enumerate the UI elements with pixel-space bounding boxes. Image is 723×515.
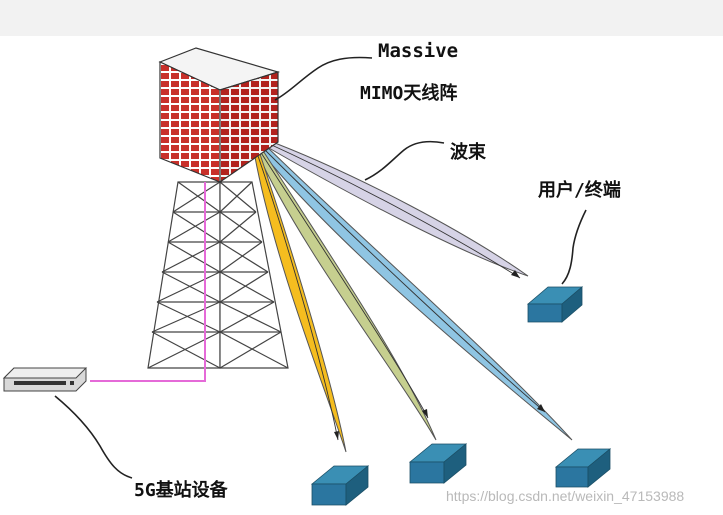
callout-array <box>274 56 373 101</box>
beam-blue <box>257 141 573 441</box>
beams <box>253 137 573 453</box>
callout-beam <box>364 140 445 181</box>
label-terminal: 用户/终端 <box>538 179 621 201</box>
base-station-device <box>2 367 88 392</box>
beam-axes <box>255 140 546 441</box>
fiber-link <box>90 182 206 382</box>
label-array-line1: Massive <box>378 40 458 62</box>
user-terminal-1 <box>526 286 584 323</box>
callout-base-station <box>54 395 133 479</box>
beam-olive <box>255 145 437 441</box>
beam-arrowheads <box>334 270 545 440</box>
tower-left-face <box>147 181 221 369</box>
label-array-line2: MIMO天线阵 <box>360 82 457 104</box>
array-side-face <box>219 71 279 184</box>
top-band <box>0 0 723 36</box>
tower <box>147 181 289 369</box>
user-terminal-3 <box>408 443 468 484</box>
user-terminal-4 <box>554 448 612 488</box>
callout-lines <box>54 56 587 479</box>
user-terminal-2 <box>310 465 370 506</box>
antenna-array <box>158 47 281 184</box>
label-base-station: 5G基站设备 <box>134 479 229 501</box>
watermark: https://blog.csdn.net/weixin_47153988 <box>446 488 684 504</box>
callout-terminal <box>561 209 587 285</box>
label-beam: 波束 <box>450 141 487 163</box>
